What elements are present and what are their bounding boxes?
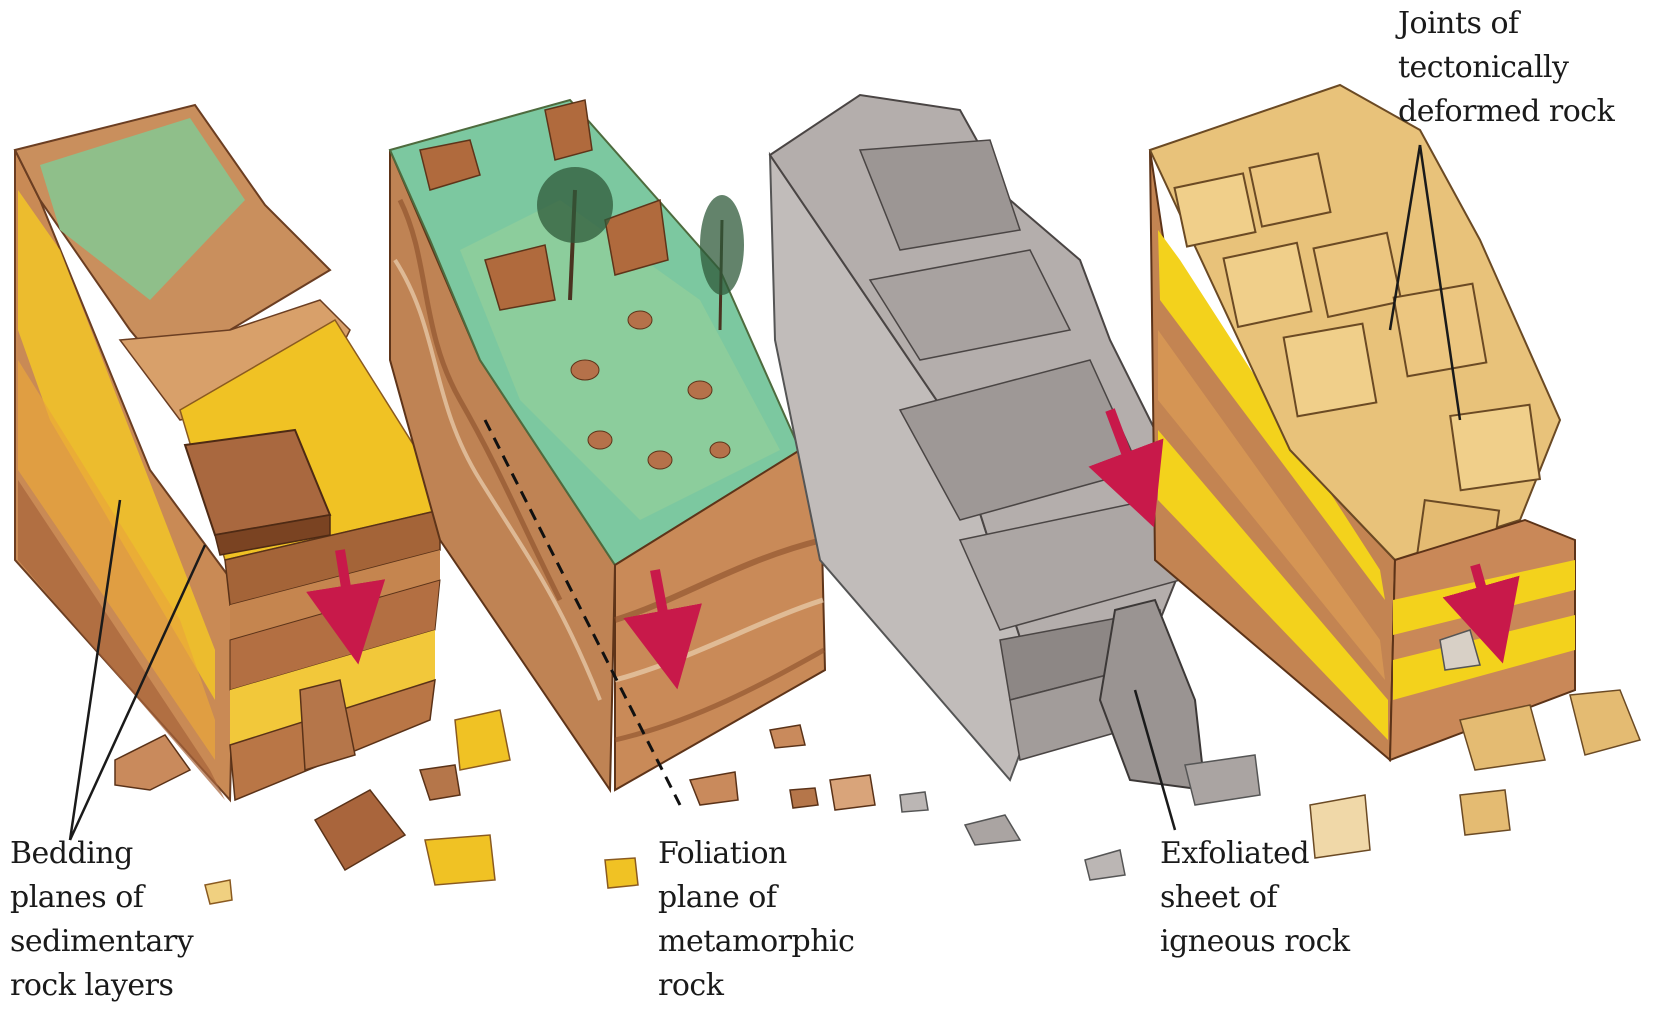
foliation-label-line-2: plane of [658, 876, 854, 920]
exfoliated-sheet-label: Exfoliated sheet of igneous rock [1160, 832, 1350, 964]
igneous-block [770, 95, 1205, 790]
bedding-label-line-3: sedimentary [10, 920, 193, 964]
foliation-label-line-3: metamorphic [658, 920, 854, 964]
exfoliated-label-line-1: Exfoliated [1160, 832, 1350, 876]
sedimentary-block [15, 105, 445, 800]
foliation-plane-label: Foliation plane of metamorphic rock [658, 832, 854, 1008]
exfoliated-label-line-3: igneous rock [1160, 920, 1350, 964]
joints-label-line-3: deformed rock [1398, 90, 1614, 134]
bedding-label-line-4: rock layers [10, 964, 193, 1008]
foliation-label-line-1: Foliation [658, 832, 854, 876]
bedding-label-line-1: Bedding [10, 832, 193, 876]
joints-label-line-2: tectonically [1398, 46, 1614, 90]
bedding-label-line-2: planes of [10, 876, 193, 920]
exfoliated-label-line-2: sheet of [1160, 876, 1350, 920]
jointed-block [1150, 85, 1575, 760]
bedding-planes-label: Bedding planes of sedimentary rock layer… [10, 832, 193, 1008]
joints-label-line-1: Joints of [1398, 2, 1614, 46]
foliation-label-line-4: rock [658, 964, 854, 1008]
joints-label: Joints of tectonically deformed rock [1398, 2, 1614, 134]
metamorphic-block [390, 100, 825, 805]
